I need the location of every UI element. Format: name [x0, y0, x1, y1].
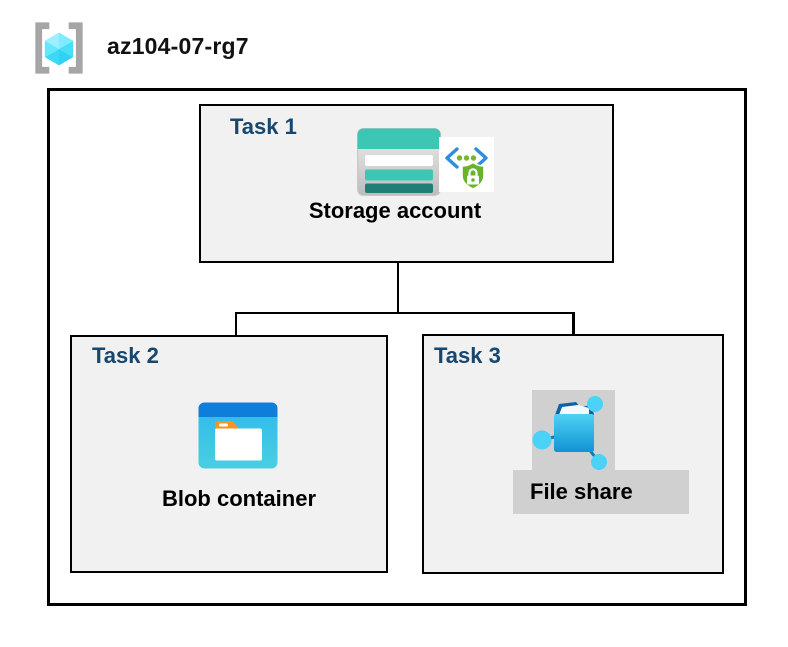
cube-glyph — [44, 32, 74, 66]
resource-group-icon — [35, 22, 83, 74]
file-share-caption-highlight: File share — [513, 470, 689, 514]
shared-access-signature-icon — [439, 137, 494, 192]
blob-container-icon — [198, 402, 278, 469]
file-share-icon-highlight — [532, 390, 615, 470]
task3-box: Task 3 File share — [422, 334, 724, 574]
resource-group-name: az104-07-rg7 — [107, 33, 249, 59]
file-share-icon — [532, 396, 607, 470]
connector-storage-stem — [396, 263, 399, 314]
task1-label: Task 1 — [230, 114, 297, 139]
connector-branch-horizontal — [235, 311, 575, 314]
task1-box: Task 1 Storage account — [199, 104, 614, 263]
file-share-caption: File share — [530, 479, 633, 504]
task3-label: Task 3 — [434, 343, 501, 368]
task2-label: Task 2 — [92, 343, 159, 368]
task2-box: Task 2 Blob container — [70, 335, 388, 573]
blob-container-caption: Blob container — [161, 486, 317, 511]
storage-account-caption: Storage account — [308, 198, 482, 223]
storage-account-icon — [357, 128, 441, 196]
